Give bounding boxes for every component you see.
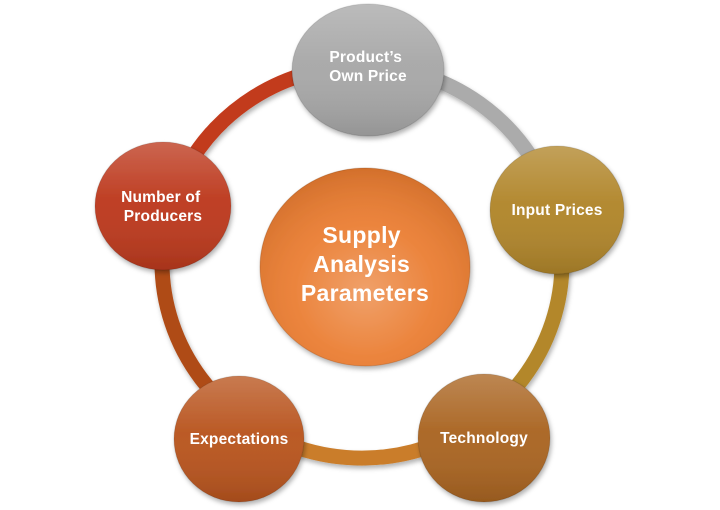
node-number-of-producers: Number of Producers bbox=[94, 141, 232, 271]
node-expectations: Expectations bbox=[173, 375, 305, 503]
node-input-prices: Input Prices bbox=[489, 145, 625, 275]
expectations-label: Expectations bbox=[190, 431, 289, 448]
number-of-producers-gloss bbox=[95, 142, 231, 270]
center-circle-gloss bbox=[260, 168, 470, 366]
technology-gloss bbox=[418, 374, 550, 502]
expectations-gloss bbox=[174, 376, 304, 502]
node-technology: Technology bbox=[417, 373, 551, 503]
technology-label: Technology bbox=[440, 430, 528, 447]
node-supply-analysis-parameters: Supply Analysis Parameters bbox=[259, 167, 471, 367]
input-prices-label: Input Prices bbox=[511, 202, 602, 219]
input-prices-gloss bbox=[490, 146, 624, 274]
node-products-own-price: Product’s Own Price bbox=[291, 3, 445, 137]
products-own-price-label: Product’s Own Price bbox=[329, 49, 407, 85]
center-label: Supply Analysis Parameters bbox=[301, 222, 429, 306]
number-of-producers-label: Number of Producers bbox=[121, 189, 205, 225]
products-own-price-gloss bbox=[292, 4, 444, 136]
